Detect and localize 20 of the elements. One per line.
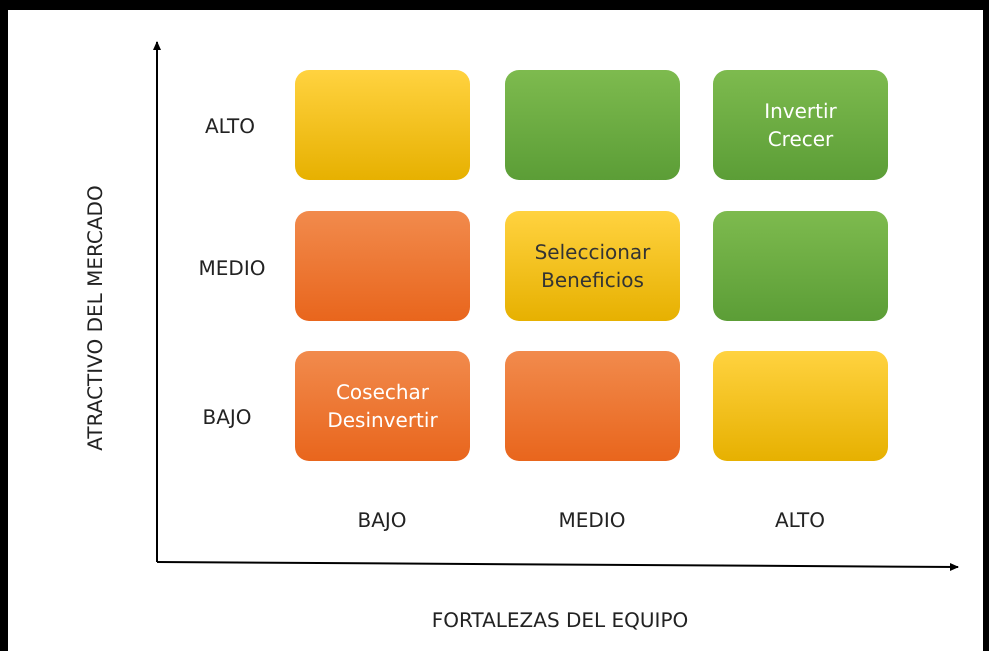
column-label: BAJO [357, 508, 407, 532]
cell-label: Cosechar Desinvertir [326, 379, 439, 434]
row-label: MEDIO [198, 256, 266, 280]
axis-title: ATRACTIVO DEL MERCADO [83, 185, 107, 451]
cell-label: Invertir Crecer [763, 98, 838, 153]
matrix-cell [713, 70, 888, 180]
row-label: BAJO [202, 405, 252, 429]
matrix-cell [505, 351, 680, 461]
matrix-cell [295, 211, 470, 321]
matrix-cell [295, 70, 470, 180]
column-label: ALTO [774, 508, 826, 532]
cell-label: Seleccionar Beneficios [534, 239, 652, 294]
matrix-cell [713, 211, 888, 321]
matrix-cell [505, 211, 680, 321]
matrix-cell [713, 351, 888, 461]
matrix-cell [295, 351, 470, 461]
column-label: MEDIO [558, 508, 626, 532]
axis-title: FORTALEZAS DEL EQUIPO [432, 608, 688, 632]
row-label: ALTO [204, 114, 256, 138]
matrix-cell [505, 70, 680, 180]
